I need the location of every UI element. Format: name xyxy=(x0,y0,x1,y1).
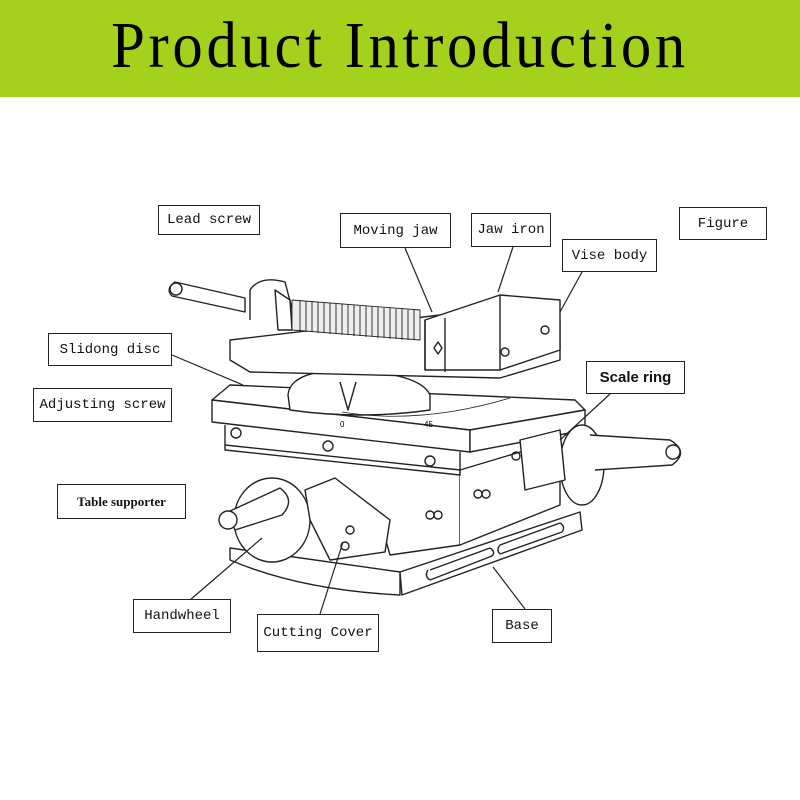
label-cutting-cover: Cutting Cover xyxy=(257,614,379,652)
label-table-supporter: Table supporter xyxy=(57,484,186,519)
label-scale-ring: Scale ring xyxy=(586,361,685,394)
scale-mark-45: 45 xyxy=(424,420,433,429)
cutting-cover-shape xyxy=(304,477,391,561)
label-figure: Figure xyxy=(679,207,767,240)
label-adjusting-screw: Adjusting screw xyxy=(33,388,172,422)
lead-screw-handle xyxy=(168,281,246,313)
scale-mark-0: 0 xyxy=(340,420,345,429)
label-jaw-iron: Jaw iron xyxy=(471,213,551,247)
header-banner xyxy=(0,0,800,97)
lead-screw-thread xyxy=(291,299,421,341)
label-handwheel: Handwheel xyxy=(133,599,231,633)
label-lead-screw: Lead screw xyxy=(158,205,260,235)
slidong-disc xyxy=(287,369,431,416)
label-vise-body: Vise body xyxy=(562,239,657,272)
label-slidong-disc: Slidong disc xyxy=(48,333,172,366)
label-moving-jaw: Moving jaw xyxy=(340,213,451,248)
leader-lines xyxy=(171,246,611,615)
page-title: Product Introduction xyxy=(111,9,689,82)
label-base: Base xyxy=(492,609,552,643)
